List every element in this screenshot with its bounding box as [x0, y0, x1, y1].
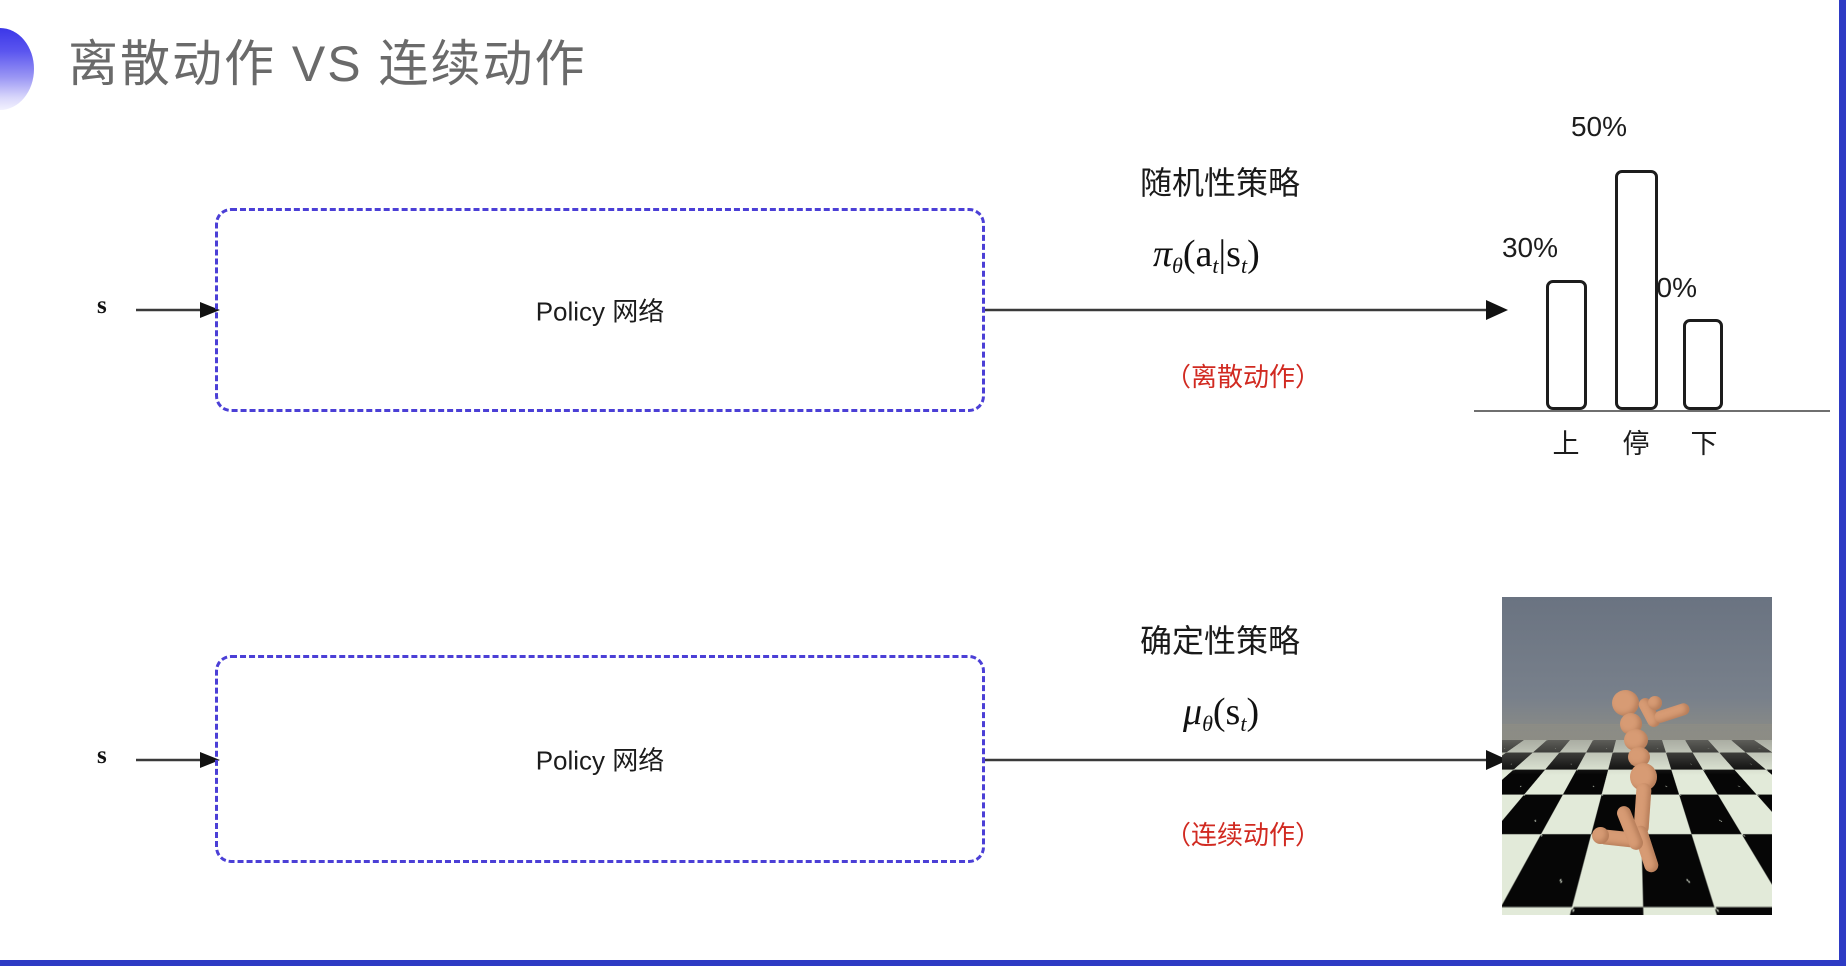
action-type-note-discrete: （离散动作）: [1165, 362, 1322, 392]
chart-baseline-axis: [1474, 410, 1830, 412]
bar-2: [1683, 319, 1723, 410]
policy-formula-discrete: πθ(at|st): [1153, 232, 1260, 279]
bar-category-1: 停: [1622, 429, 1650, 459]
bar-category-2: 下: [1690, 429, 1718, 459]
policy-network-box-continuous[interactable]: Policy 网络: [215, 655, 985, 863]
page-title: 离散动作 VS 连续动作: [68, 36, 587, 92]
output-arrow-continuous: [985, 750, 1508, 770]
title-accent-shape: [0, 28, 34, 110]
formula-t-sub-2: t: [1240, 253, 1248, 279]
formula-open-paren: (a: [1182, 233, 1213, 275]
policy-network-label-discrete: Policy 网络: [535, 296, 665, 327]
state-input-label-continuous: s: [97, 742, 107, 769]
action-type-note-continuous: （连续动作）: [1165, 820, 1322, 850]
policy-network-box-discrete[interactable]: Policy 网络: [215, 208, 985, 412]
output-arrow-discrete: [985, 300, 1508, 320]
formula-mu-symbol: μ: [1183, 691, 1203, 733]
input-arrow-continuous: [136, 752, 220, 768]
formula-close-paren-2: ): [1246, 691, 1260, 733]
policy-formula-continuous: μθ(st): [1183, 690, 1260, 737]
bar-value-1: 50%: [1570, 111, 1628, 142]
humanoid-simulation-image: [1502, 597, 1772, 915]
formula-t-sub-1: t: [1212, 253, 1219, 279]
formula-theta-sub: θ: [1172, 253, 1183, 279]
input-arrow-discrete: [136, 302, 220, 318]
policy-network-label-continuous: Policy 网络: [535, 745, 665, 776]
bar-1: [1615, 170, 1658, 410]
policy-type-label-continuous: 确定性策略: [1140, 623, 1301, 659]
formula-pipe-s: |s: [1218, 233, 1241, 275]
formula-close-paren: ): [1247, 233, 1260, 275]
bar-category-0: 上: [1552, 429, 1580, 459]
policy-type-label-discrete: 随机性策略: [1140, 165, 1301, 201]
right-accent-strip: [1839, 0, 1846, 966]
action-probability-bar-chart: 30% 50% 20% 上 停 下: [1470, 110, 1830, 459]
formula-theta-sub-2: θ: [1202, 711, 1213, 737]
formula-pi-symbol: π: [1153, 233, 1173, 275]
bar-value-0: 30%: [1501, 232, 1559, 263]
formula-open-paren-2: (s: [1212, 691, 1241, 733]
bottom-accent-strip: [0, 960, 1846, 966]
state-input-label-discrete: s: [97, 292, 107, 319]
formula-t-sub-3: t: [1240, 711, 1247, 737]
bar-0: [1546, 280, 1587, 410]
